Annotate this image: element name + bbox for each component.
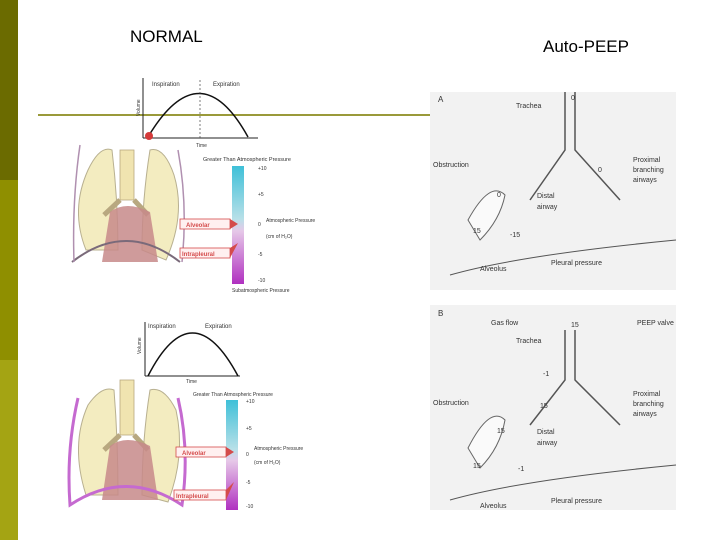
panel-b-peep-valve: PEEP valve bbox=[637, 320, 674, 327]
volume-time-graph: Inspiration Expiration Volume Time bbox=[136, 78, 258, 149]
panel-b-proximal-line1: Proximal bbox=[633, 391, 661, 398]
graph-expiration-label: Expiration bbox=[213, 82, 240, 88]
svg-text:airway: airway bbox=[537, 204, 558, 211]
panel-b-trachea-val: -1 bbox=[543, 371, 549, 378]
panel-b-proximal-val: 15 bbox=[540, 403, 548, 410]
panel-a-trachea-val: 0 bbox=[571, 95, 575, 102]
panel-a-proximal-val: 0 bbox=[598, 167, 602, 174]
atmospheric-label: Atmospheric Pressure bbox=[266, 218, 315, 224]
graph-xaxis-label: Time bbox=[196, 143, 207, 149]
svg-text:airway: airway bbox=[537, 440, 558, 447]
panel-b-gas-flow: Gas flow bbox=[491, 320, 519, 327]
lungs-illustration-2 bbox=[67, 379, 187, 508]
panel-a-obstruction: Obstruction bbox=[433, 162, 469, 169]
panel-a-distal-val: 0 bbox=[497, 192, 501, 199]
svg-text:airways: airways bbox=[633, 411, 657, 418]
sidebar-band-light bbox=[0, 360, 18, 540]
normal-heading: NORMAL bbox=[130, 27, 203, 46]
panel-b-obstruction: Obstruction bbox=[433, 400, 469, 407]
panel-a-alveolus-val: 15 bbox=[473, 228, 481, 235]
svg-text:0: 0 bbox=[246, 452, 249, 458]
svg-text:-10: -10 bbox=[246, 504, 253, 510]
panel-a-letter: A bbox=[438, 95, 444, 104]
svg-text:Alveolar: Alveolar bbox=[186, 223, 210, 229]
svg-text:Inspiration: Inspiration bbox=[148, 324, 176, 330]
sidebar-band-dark bbox=[0, 0, 18, 180]
svg-text:Greater Than Atmospheric Press: Greater Than Atmospheric Pressure bbox=[193, 392, 273, 398]
lungs-illustration bbox=[71, 144, 185, 263]
panel-b-distal-val: 15 bbox=[497, 428, 505, 435]
svg-text:-5: -5 bbox=[246, 480, 251, 486]
panel-a-distal-line1: Distal bbox=[537, 193, 555, 200]
svg-text:Atmospheric Pressure: Atmospheric Pressure bbox=[254, 446, 303, 452]
pressure-scale: Greater Than Atmospheric Pressure +10 +5… bbox=[179, 157, 315, 294]
panel-b-pleural: Pleural pressure bbox=[551, 498, 602, 505]
svg-text:+10: +10 bbox=[258, 166, 267, 172]
graph-inspiration-label: Inspiration bbox=[152, 82, 180, 88]
svg-text:Alveolar: Alveolar bbox=[182, 451, 206, 457]
auto-peep-heading: Auto-PEEP bbox=[543, 37, 629, 56]
svg-text:branching: branching bbox=[633, 401, 664, 408]
panel-b-pleural-val: -1 bbox=[518, 466, 524, 473]
normal-bottom-figure: Inspiration Expiration Volume Time Great… bbox=[67, 322, 303, 510]
auto-peep-panel-b: B Gas flow 15 PEEP valve Trachea -1 Obst… bbox=[430, 305, 677, 510]
svg-text:Volume: Volume bbox=[137, 337, 143, 354]
svg-text:+5: +5 bbox=[258, 192, 264, 198]
svg-text:-5: -5 bbox=[258, 252, 263, 258]
scale-top-label: Greater Than Atmospheric Pressure bbox=[203, 157, 291, 163]
normal-top-figure: Inspiration Expiration Volume Time Great… bbox=[71, 78, 315, 294]
panel-b-alveolus-val: 15 bbox=[473, 463, 481, 470]
panel-a-trachea: Trachea bbox=[516, 103, 542, 110]
volume-time-graph-2: Inspiration Expiration Volume Time bbox=[137, 322, 240, 385]
auto-peep-panel-a: A Trachea 0 Obstruction Proximal branchi… bbox=[430, 92, 677, 290]
svg-text:0: 0 bbox=[258, 222, 261, 228]
svg-text:+5: +5 bbox=[246, 426, 252, 432]
svg-text:Intrapleural: Intrapleural bbox=[176, 494, 209, 500]
svg-text:Time: Time bbox=[186, 379, 197, 385]
panel-a-proximal-line1: Proximal bbox=[633, 157, 661, 164]
panel-b-distal-line1: Distal bbox=[537, 429, 555, 436]
svg-text:airways: airways bbox=[633, 177, 657, 184]
pressure-scale-2: Greater Than Atmospheric Pressure +10 +5… bbox=[173, 392, 303, 510]
svg-text:Intrapleural: Intrapleural bbox=[182, 252, 215, 258]
cm-h2o-label: (cm of H₂O) bbox=[266, 234, 293, 240]
panel-b-alveolus: Alveolus bbox=[480, 503, 507, 510]
panel-b-letter: B bbox=[438, 309, 443, 318]
sidebar-band-mid bbox=[0, 180, 18, 360]
svg-text:branching: branching bbox=[633, 167, 664, 174]
svg-text:-10: -10 bbox=[258, 278, 265, 284]
panel-a-alveolus: Alveolus bbox=[480, 266, 507, 273]
graph-yaxis-label: Volume bbox=[136, 99, 142, 116]
panel-a-pleural-val: -15 bbox=[510, 232, 520, 239]
svg-text:(cm of H₂O): (cm of H₂O) bbox=[254, 460, 281, 466]
panel-b-gas-val: 15 bbox=[571, 322, 579, 329]
svg-text:+10: +10 bbox=[246, 399, 255, 405]
scale-bottom-label: Subatmospheric Pressure bbox=[232, 288, 290, 294]
svg-text:Expiration: Expiration bbox=[205, 324, 232, 330]
panel-b-trachea: Trachea bbox=[516, 338, 542, 345]
start-point-marker bbox=[145, 132, 153, 140]
panel-a-pleural: Pleural pressure bbox=[551, 260, 602, 267]
